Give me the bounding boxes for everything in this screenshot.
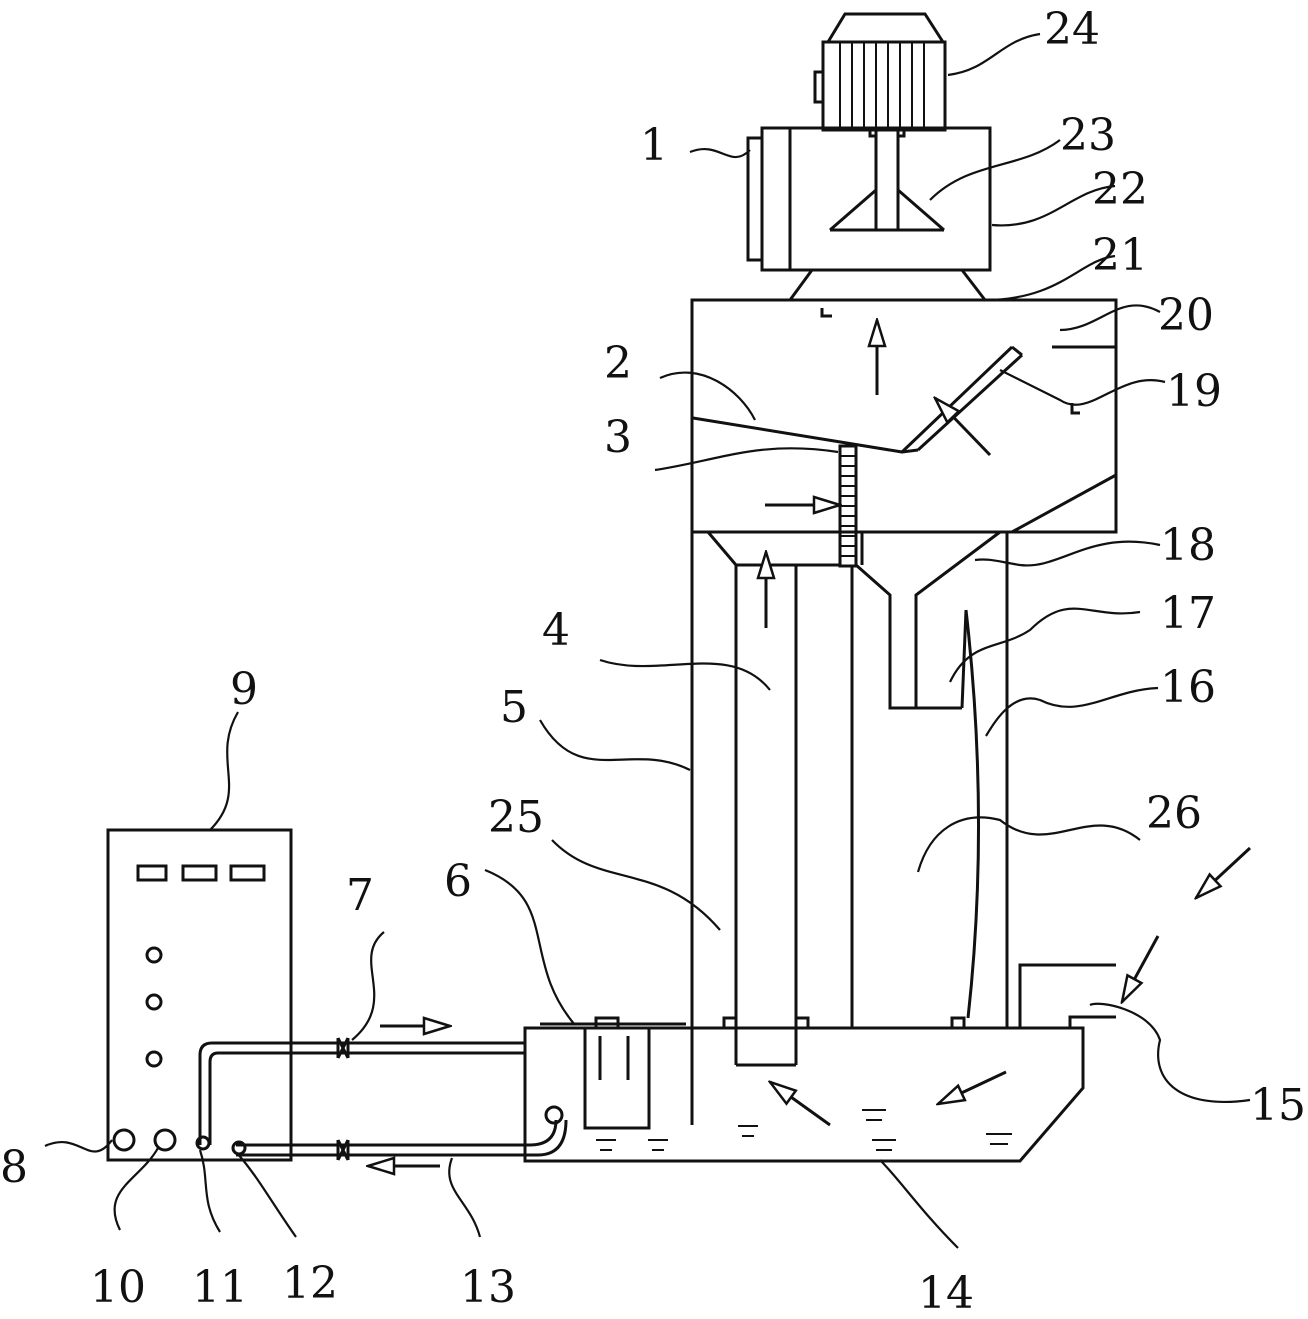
label-19: 19 bbox=[1166, 366, 1222, 417]
label-10: 10 bbox=[90, 1262, 146, 1313]
water-tank bbox=[523, 846, 1252, 1163]
label-16: 16 bbox=[1160, 662, 1216, 713]
label-12: 12 bbox=[282, 1258, 338, 1309]
label-14: 14 bbox=[918, 1268, 974, 1319]
label-9: 9 bbox=[230, 664, 258, 715]
label-18: 18 bbox=[1160, 520, 1216, 571]
label-3: 3 bbox=[604, 412, 632, 463]
motor bbox=[813, 12, 947, 132]
label-26: 26 bbox=[1146, 788, 1202, 839]
tower bbox=[690, 298, 1118, 1125]
label-5: 5 bbox=[500, 682, 528, 733]
fan-housing bbox=[746, 126, 992, 272]
label-15: 15 bbox=[1250, 1080, 1306, 1131]
label-21: 21 bbox=[1092, 230, 1148, 281]
flow-arrows bbox=[765, 320, 992, 628]
label-6: 6 bbox=[444, 856, 472, 907]
label-2: 2 bbox=[604, 338, 632, 389]
label-13: 13 bbox=[460, 1262, 516, 1313]
label-1: 1 bbox=[640, 120, 668, 171]
label-20: 20 bbox=[1158, 290, 1214, 341]
label-4: 4 bbox=[542, 605, 570, 656]
leader-lines bbox=[44, 32, 1251, 1249]
part-labels: 1 2 3 4 5 6 7 8 9 10 11 12 13 14 15 16 1… bbox=[0, 4, 1306, 1319]
label-8: 8 bbox=[0, 1142, 28, 1193]
label-7: 7 bbox=[346, 870, 374, 921]
label-17: 17 bbox=[1160, 588, 1216, 639]
label-24: 24 bbox=[1044, 4, 1100, 55]
label-23: 23 bbox=[1060, 110, 1116, 161]
label-25: 25 bbox=[488, 792, 544, 843]
label-22: 22 bbox=[1092, 164, 1148, 215]
label-11: 11 bbox=[192, 1262, 248, 1313]
fan-connector bbox=[788, 269, 987, 301]
pipes bbox=[198, 1026, 568, 1166]
